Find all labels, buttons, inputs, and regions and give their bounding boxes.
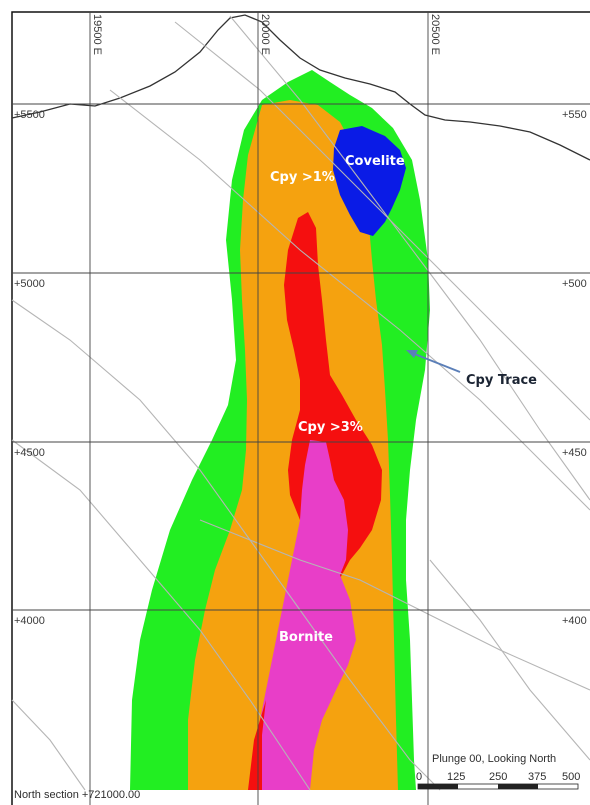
drill-trace (109, 89, 590, 511)
coordinate-grid (12, 12, 590, 805)
scale-bar (417, 783, 579, 790)
drill-trace (199, 519, 590, 691)
elevation-label-left: +4000 (14, 615, 45, 627)
elevation-label-right: +500 (562, 278, 587, 290)
drill-trace (11, 439, 311, 791)
covelite-zone (333, 126, 406, 236)
scale-tick: 500 (562, 771, 580, 783)
zone-label-covelite: Covelite (345, 154, 405, 169)
callout-cpy-trace: Cpy Trace (466, 373, 537, 388)
topography-line (11, 14, 590, 161)
drill-traces (11, 15, 590, 791)
drill-trace (174, 21, 590, 421)
elevation-label-left: +5000 (14, 278, 45, 290)
elevation-label-right: +450 (562, 447, 587, 459)
drill-trace (229, 15, 590, 501)
elevation-label-right: +550 (562, 109, 587, 121)
zone-label-cpy-3: Cpy >3% (298, 420, 363, 435)
easting-label: 19500 E (91, 14, 103, 55)
easting-label: 20000 E (259, 14, 271, 55)
drill-trace (11, 699, 86, 791)
zone-label-bornite: Bornite (279, 630, 333, 645)
easting-label: 20500 E (429, 14, 441, 55)
scale-tick: 125 (447, 771, 465, 783)
scale-tick: 250 (489, 771, 507, 783)
scale-tick: 375 (528, 771, 546, 783)
elevation-label-right: +400 (562, 615, 587, 627)
scale-tick: 0 (416, 771, 422, 783)
section-label: North section +721000.00 (14, 789, 140, 801)
elevation-label-left: +5500 (14, 109, 45, 121)
diagram-frame (11, 11, 590, 805)
cpy-3-lower-sliver (248, 700, 266, 790)
callout-arrow (406, 350, 461, 373)
zone-label-cpy-1: Cpy >1% (270, 170, 335, 185)
plunge-label: Plunge 00, Looking North (432, 753, 556, 765)
drill-trace (429, 559, 590, 761)
elevation-label-left: +4500 (14, 447, 45, 459)
